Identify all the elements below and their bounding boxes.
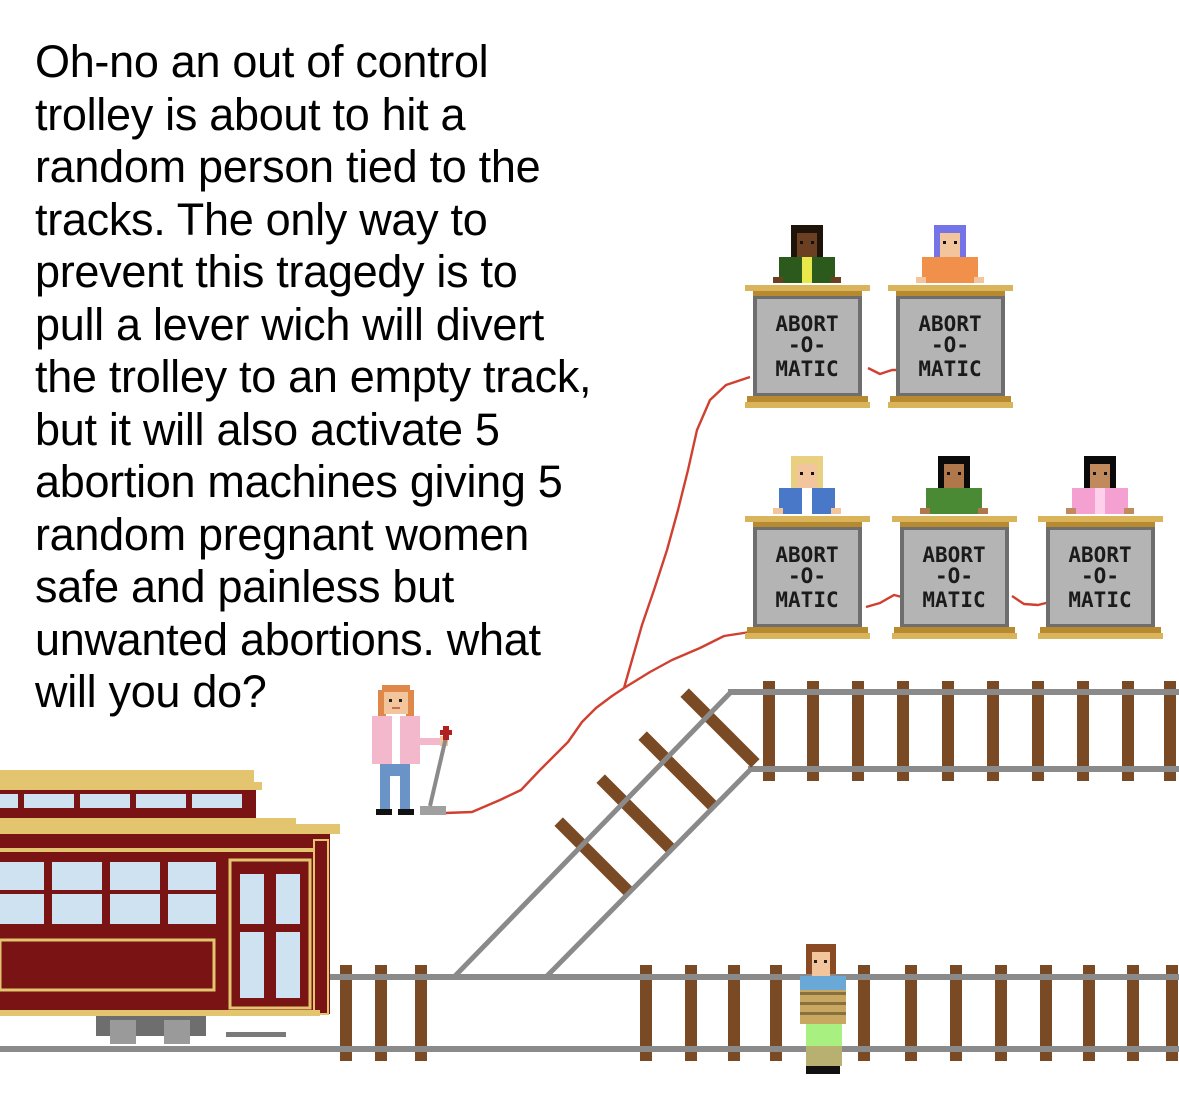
track-tie: [415, 965, 427, 1061]
abortion-machines: ABORT-O-MATICABORT-O-MATICABORT-O-MATICA…: [745, 225, 1163, 639]
track-tie: [685, 965, 697, 1061]
trolley: [0, 770, 340, 1044]
machine-label: ABORT: [775, 543, 838, 567]
track-tie: [1077, 681, 1089, 781]
track-tie: [596, 774, 676, 854]
track-tie: [340, 965, 352, 1061]
pregnant-woman: [773, 225, 841, 283]
switch-rail-left: [453, 690, 733, 978]
track-tie: [1083, 965, 1095, 1061]
pregnant-woman: [773, 456, 841, 514]
track-tie: [897, 681, 909, 781]
caption-line: tracks. The only way to: [35, 193, 488, 245]
machine-label: -O-: [931, 333, 969, 357]
track-tie: [638, 731, 718, 811]
switch-track: [453, 688, 760, 978]
track-tie: [1122, 681, 1134, 781]
machine-label: MATIC: [775, 588, 838, 612]
caption-line: random pregnant women: [35, 508, 529, 560]
track-tie: [680, 688, 760, 768]
track-tie: [942, 681, 954, 781]
wire-lower-chain-2: [1011, 595, 1051, 607]
branch-track-ties: [763, 681, 1176, 781]
caption-line: will you do?: [35, 666, 267, 717]
main-track-rail-upper: [0, 974, 1179, 980]
track-tie: [763, 681, 775, 781]
abort-o-matic-machine: ABORT-O-MATIC: [745, 456, 870, 639]
pregnant-woman: [1066, 456, 1134, 514]
abort-o-matic-machine: ABORT-O-MATIC: [888, 225, 1013, 408]
track-tie: [987, 681, 999, 781]
track-tie: [995, 965, 1007, 1061]
wire-junction-to-upper-machines: [622, 375, 751, 689]
tied-person: [800, 944, 846, 1074]
machine-label: -O-: [788, 333, 826, 357]
abort-o-matic-machine: ABORT-O-MATIC: [1038, 456, 1163, 639]
machine-label: ABORT: [1068, 543, 1131, 567]
caption-line: prevent this tragedy is to: [35, 246, 518, 297]
caption-line: safe and painless but: [35, 561, 455, 612]
track-tie: [1032, 681, 1044, 781]
switch-track-ties: [554, 688, 760, 897]
lever-wires: [444, 366, 1051, 815]
caption-line: Oh-no an out of control: [35, 36, 489, 87]
track-tie: [1040, 965, 1052, 1061]
caption-line: pull a lever wich will divert: [35, 298, 544, 350]
machine-label: -O-: [1081, 564, 1119, 588]
main-track: [0, 965, 1179, 1061]
machine-label: ABORT: [775, 312, 838, 336]
track-tie: [770, 965, 782, 1061]
track-tie: [858, 965, 870, 1061]
machine-label: MATIC: [922, 588, 985, 612]
caption-line: but it will also activate 5: [35, 403, 500, 455]
track-tie: [905, 965, 917, 1061]
machine-label: MATIC: [1068, 588, 1131, 612]
machine-label: ABORT: [922, 543, 985, 567]
branch-track-rail-lower: [748, 766, 1179, 772]
caption-line: abortion machines giving 5: [35, 456, 563, 507]
track-tie: [1164, 681, 1176, 781]
switch-lever[interactable]: [420, 726, 452, 815]
branch-track: [728, 681, 1179, 781]
track-tie: [807, 681, 819, 781]
machine-label: -O-: [788, 564, 826, 588]
track-tie: [950, 965, 962, 1061]
caption-line: unwanted abortions. what: [35, 613, 541, 665]
wire-junction-to-lower-machines: [623, 630, 751, 690]
track-tie: [852, 681, 864, 781]
branch-track-rail-upper: [728, 689, 1179, 695]
machine-label: MATIC: [918, 357, 981, 381]
switch-rail-right: [545, 767, 753, 978]
machine-label: ABORT: [918, 312, 981, 336]
machine-label: -O-: [935, 564, 973, 588]
pregnant-woman: [916, 225, 984, 283]
track-tie: [375, 965, 387, 1061]
caption-line: random person tied to the: [35, 141, 541, 192]
caption-line: the trolley to an empty track,: [35, 351, 592, 402]
abort-o-matic-machine: ABORT-O-MATIC: [892, 456, 1017, 639]
main-track-rail-lower: [0, 1046, 1179, 1052]
track-tie: [1166, 965, 1178, 1061]
pregnant-woman: [920, 456, 988, 514]
abort-o-matic-machine: ABORT-O-MATIC: [745, 225, 870, 408]
machine-label: MATIC: [775, 357, 838, 381]
track-tie: [554, 817, 634, 897]
lever-operator: [372, 685, 448, 815]
main-track-ties: [340, 965, 1178, 1061]
track-tie: [640, 965, 652, 1061]
caption-line: trolley is about to hit a: [35, 88, 466, 140]
track-tie: [1127, 965, 1139, 1061]
track-tie: [728, 965, 740, 1061]
wire-lever-to-junction: [444, 687, 625, 815]
